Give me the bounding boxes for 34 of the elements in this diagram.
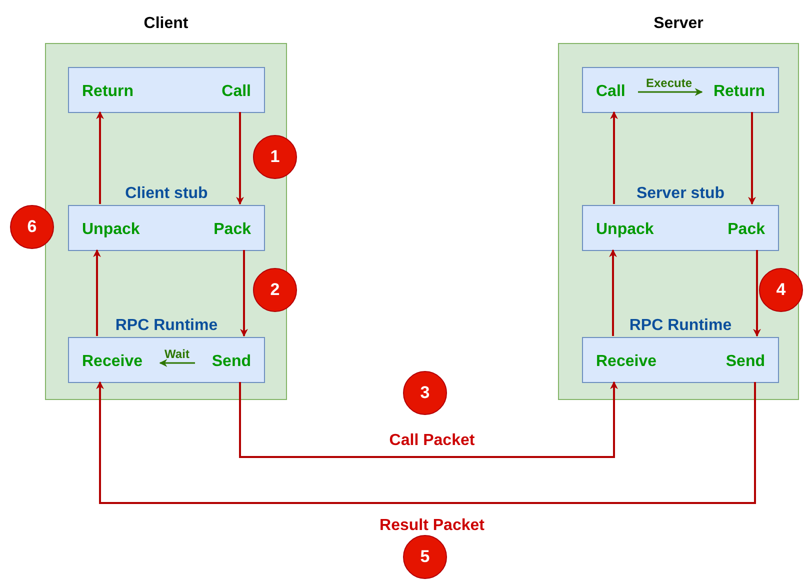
step-label: Pack — [214, 220, 251, 240]
step-label: Return — [713, 82, 765, 102]
arrow — [93, 249, 101, 336]
arrow — [610, 111, 618, 204]
process-box — [582, 67, 779, 113]
panel-title: Client — [142, 14, 190, 34]
arrow — [748, 112, 756, 205]
step-label: Return — [82, 82, 134, 102]
panel-title: Server — [652, 14, 704, 34]
layer-heading: Server stub — [635, 184, 726, 204]
process-box — [68, 67, 265, 113]
arrow — [240, 250, 248, 337]
step-label: Call — [222, 82, 251, 102]
step-label: Pack — [728, 220, 765, 240]
step-label: Send — [726, 352, 765, 372]
step-note: Execute — [646, 75, 692, 92]
arrow — [96, 111, 104, 204]
edge-label: Call Packet — [389, 431, 475, 451]
step-note: Wait — [164, 346, 190, 363]
layer-heading: RPC Runtime — [628, 316, 733, 336]
layer-heading: RPC Runtime — [114, 316, 219, 336]
arrow — [96, 381, 756, 504]
arrow — [239, 381, 618, 458]
step-label: Receive — [596, 352, 656, 372]
arrow — [236, 112, 244, 205]
step-label: Send — [212, 352, 251, 372]
step-label: Unpack — [596, 220, 654, 240]
step-label: Receive — [82, 352, 142, 372]
arrow — [609, 249, 617, 336]
step-label: Call — [596, 82, 626, 102]
arrow — [753, 250, 761, 337]
edge-label: Result Packet — [380, 516, 484, 536]
layer-heading: Client stub — [124, 184, 209, 204]
step-label: Unpack — [82, 220, 140, 240]
